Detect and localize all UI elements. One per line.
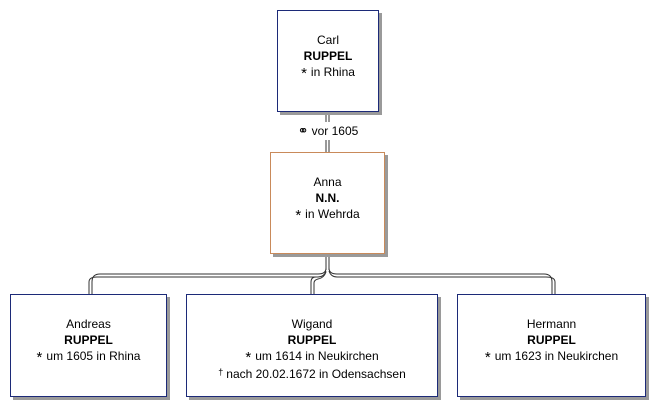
surname: RUPPEL <box>64 333 113 347</box>
marriage-label: ⚭vor 1605 <box>286 122 370 140</box>
marriage-text: vor 1605 <box>311 124 359 138</box>
surname: RUPPEL <box>303 49 353 63</box>
birth-event: *um 1605 in Rhina <box>11 348 166 366</box>
birth-text: um 1605 in Rhina <box>46 349 141 363</box>
birth-symbol-icon: * <box>245 349 252 366</box>
marriage-symbol-icon: ⚭ <box>297 123 309 138</box>
sibling-bar-upper <box>91 267 327 283</box>
birth-symbol-icon: * <box>301 65 307 82</box>
death-text: nach 20.02.1672 in Odensachsen <box>226 367 406 381</box>
given-name: Anna <box>313 175 342 189</box>
given-name: Wigand <box>291 317 333 331</box>
surname: N.N. <box>315 191 340 205</box>
person-box-father[interactable]: Carl RUPPEL *in Rhina <box>277 10 379 112</box>
death-event: †nach 20.02.1672 in Odensachsen <box>187 364 437 382</box>
birth-text: um 1623 in Neukirchen <box>494 349 619 363</box>
birth-event: *um 1614 in Neukirchen <box>187 348 437 366</box>
given-name: Carl <box>316 33 339 47</box>
person-box-child-wigand[interactable]: Wigand RUPPEL *um 1614 in Neukirchen †na… <box>186 294 438 397</box>
sibling-bar-lower-right <box>328 270 556 294</box>
birth-event: *in Wehrda <box>271 206 384 224</box>
person-box-child-hermann[interactable]: Hermann RUPPEL *um 1623 in Neukirchen <box>457 294 646 397</box>
sibling-bar-upper-right <box>328 267 553 283</box>
sibling-bar-lower <box>88 270 327 294</box>
drop-wigand-left <box>310 276 317 294</box>
given-name: Andreas <box>66 317 111 331</box>
birth-symbol-icon: * <box>295 207 302 224</box>
person-box-mother[interactable]: Anna N.N. *in Wehrda <box>270 152 385 254</box>
given-name: Hermann <box>526 317 577 331</box>
birth-event: *in Rhina <box>278 64 378 82</box>
birth-event: *um 1623 in Neukirchen <box>458 348 645 366</box>
birth-symbol-icon: * <box>484 349 491 366</box>
birth-symbol-icon: * <box>36 349 43 366</box>
death-symbol-icon: † <box>218 367 224 377</box>
birth-text: in Wehrda <box>305 207 360 221</box>
surname: RUPPEL <box>527 333 576 347</box>
surname: RUPPEL <box>287 333 337 347</box>
drop-wigand-right <box>313 271 327 294</box>
birth-text: in Rhina <box>310 65 355 79</box>
person-box-child-andreas[interactable]: Andreas RUPPEL *um 1605 in Rhina <box>10 294 167 397</box>
birth-text: um 1614 in Neukirchen <box>255 349 379 363</box>
